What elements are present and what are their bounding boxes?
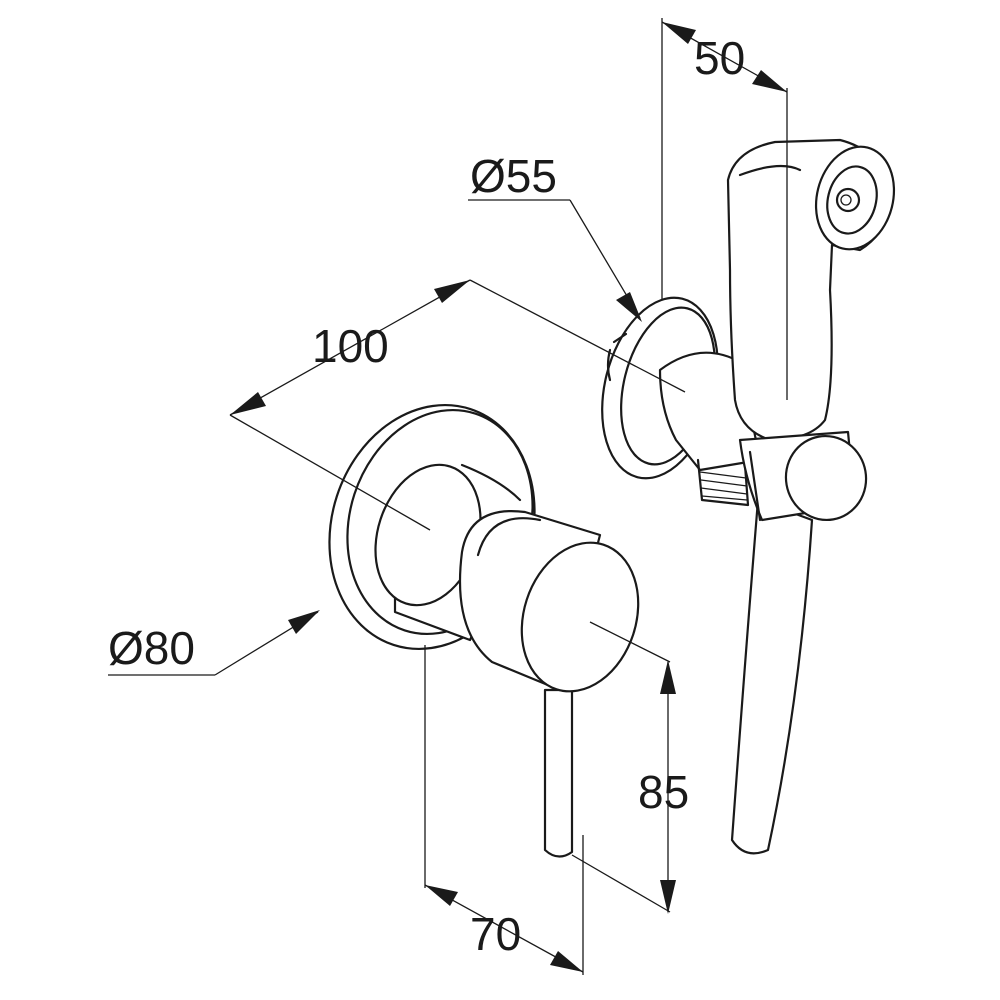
dimension-diameter-55: Ø55 (468, 150, 642, 322)
dimension-label-diameter-80: Ø80 (108, 622, 195, 674)
shower-hose (730, 498, 814, 855)
dimension-label-85: 85 (638, 766, 689, 818)
mixer-handle-cap (458, 510, 640, 693)
dimension-100: 100 (229, 279, 686, 531)
mixer-lever (543, 688, 574, 858)
dimension-85: 85 (571, 621, 689, 914)
mixer-valve (328, 403, 640, 858)
dimension-50: 50 (661, 18, 788, 400)
hand-shower-unit (601, 138, 896, 855)
hand-shower-head (726, 138, 896, 442)
dimension-label-100: 100 (312, 320, 389, 372)
dimension-label-70: 70 (470, 908, 521, 960)
dimension-diameter-80: Ø80 (108, 610, 320, 676)
dimension-label-50: 50 (694, 32, 745, 84)
dimension-label-diameter-55: Ø55 (470, 150, 557, 202)
shower-bracket (738, 430, 868, 522)
dimension-70: 70 (424, 645, 584, 975)
